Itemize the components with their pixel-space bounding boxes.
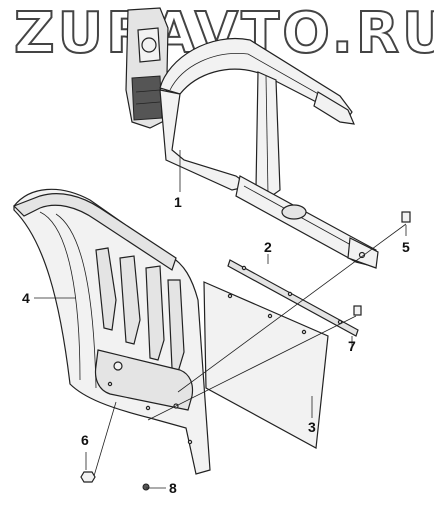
fender — [12, 188, 211, 475]
callout-3: 3 — [308, 419, 316, 435]
clamp-strip — [227, 259, 359, 337]
mud-flap — [203, 281, 329, 449]
bolt-7 — [353, 305, 362, 316]
callout-2: 2 — [264, 239, 272, 255]
nut-6 — [80, 471, 96, 483]
leader-lines — [34, 150, 407, 489]
callout-4: 4 — [22, 290, 30, 306]
bracket-frame — [125, 7, 379, 269]
callout-5: 5 — [402, 239, 410, 255]
bolt-5 — [401, 211, 411, 223]
callout-7: 7 — [348, 338, 356, 354]
callout-6: 6 — [81, 432, 89, 448]
callout-1: 1 — [174, 194, 182, 210]
washer-8 — [142, 483, 150, 491]
callout-8: 8 — [169, 480, 177, 496]
